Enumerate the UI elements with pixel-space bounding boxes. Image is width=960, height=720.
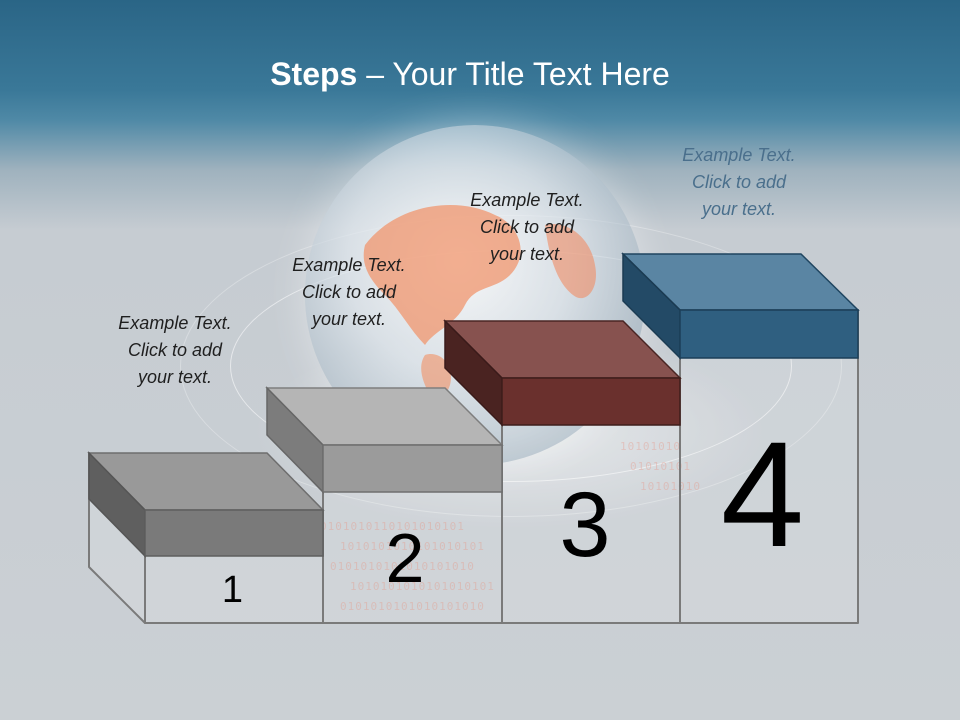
caption-line: Click to add <box>691 172 787 192</box>
caption-line: Example Text. <box>292 255 406 275</box>
binary-pattern: 01010101 <box>630 460 691 473</box>
step-4-number: 4 <box>720 410 805 578</box>
caption-line: Example Text. <box>682 145 796 165</box>
step-3-caption[interactable]: Example Text. Click to add your text. <box>437 187 617 268</box>
binary-pattern: 0101010110101010101 <box>320 520 465 533</box>
step-1-number: 1 <box>221 569 244 611</box>
caption-line: your text. <box>489 244 565 264</box>
caption-line: Example Text. <box>118 313 232 333</box>
caption-line: your text. <box>701 199 777 219</box>
continents-map <box>363 205 596 401</box>
caption-line: Click to add <box>127 340 223 360</box>
title-dash: – <box>357 56 393 92</box>
binary-pattern: 10101010 <box>620 440 681 453</box>
binary-pattern: 0101010101010101010 <box>340 600 485 613</box>
binary-pattern: 1010101010101010101 <box>340 540 485 553</box>
step-2-block <box>265 386 504 494</box>
slide-title[interactable]: Steps – Your Title Text Here <box>0 56 940 93</box>
step-3-block <box>443 319 682 427</box>
caption-line: Example Text. <box>470 190 584 210</box>
step-1-block <box>87 451 325 558</box>
caption-line: your text. <box>311 309 387 329</box>
binary-pattern: 0101010101010101010 <box>330 560 475 573</box>
step-4-block <box>621 252 860 360</box>
title-text: Your Title Text Here <box>392 56 670 92</box>
title-bold: Steps <box>270 56 358 92</box>
binary-pattern: 1010101010101010101 <box>350 580 495 593</box>
step-4-caption[interactable]: Example Text. Click to add your text. <box>649 142 829 223</box>
binary-pattern: 10101010 <box>640 480 701 493</box>
caption-line: your text. <box>137 367 213 387</box>
step-1-caption[interactable]: Example Text. Click to add your text. <box>85 310 265 391</box>
step-3-number: 3 <box>559 474 611 576</box>
step-2-number: 2 <box>385 519 425 597</box>
caption-line: Click to add <box>301 282 397 302</box>
step-2-caption[interactable]: Example Text. Click to add your text. <box>259 252 439 333</box>
caption-line: Click to add <box>479 217 575 237</box>
